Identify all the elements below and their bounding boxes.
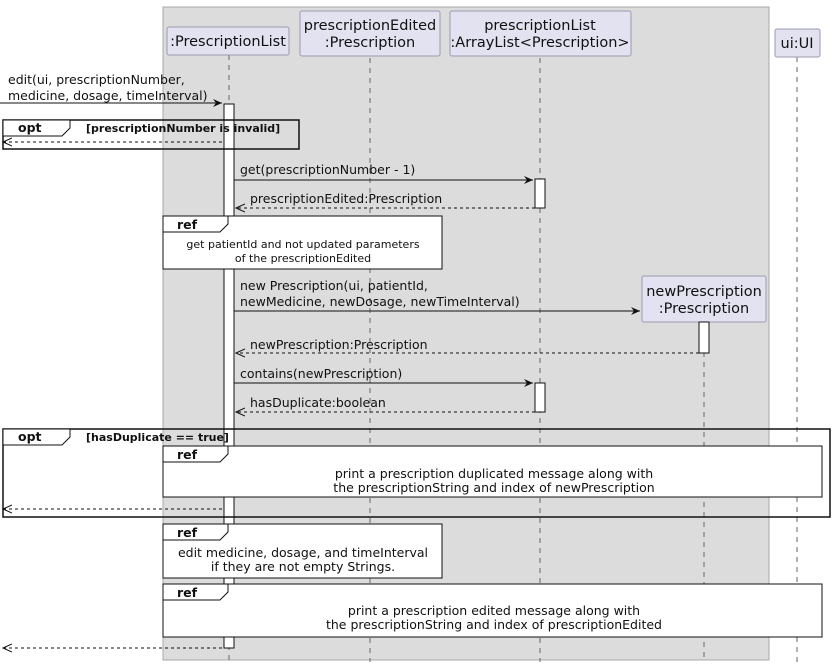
fragment-ref-get: ref get patientId and not updated parame… xyxy=(162,215,443,270)
message-get-return-label: prescriptionEdited:Prescription xyxy=(250,191,442,206)
message-contains-return-label: hasDuplicate:boolean xyxy=(250,395,386,410)
message-edit-call: edit(ui, prescriptionNumber, medicine, d… xyxy=(0,72,222,107)
message-new-call-line1: new Prescription(ui, patientId, xyxy=(240,278,428,293)
fragment-ref-get-line2: of the prescriptionEdited xyxy=(235,252,371,265)
message-new-return: newPrescription:Prescription xyxy=(236,337,699,353)
participant-prescription-list-label: :PrescriptionList xyxy=(170,34,286,50)
message-edit-call-line2: medicine, dosage, timeInterval) xyxy=(8,88,208,103)
message-contains-call-label: contains(newPrescription) xyxy=(240,366,402,381)
message-new-call-line2: newMedicine, newDosage, newTimeInterval) xyxy=(240,294,520,309)
fragment-opt-duplicate: opt [hasDuplicate == true] ref print a p… xyxy=(3,428,831,518)
fragment-ref-get-line1: get patientId and not updated parameters xyxy=(186,238,419,251)
fragment-opt-invalid: opt [prescriptionNumber is invalid] xyxy=(3,119,300,150)
participant-ui-label: ui:UI xyxy=(781,36,814,52)
fragment-ref-print-tag: ref xyxy=(177,585,198,600)
message-contains-call: contains(newPrescription) xyxy=(234,366,533,387)
fragment-ref-print-line1: print a prescription edited message alon… xyxy=(348,603,640,618)
fragment-ref-print-line2: the prescriptionString and index of pres… xyxy=(326,617,662,632)
fragment-ref-print: ref print a prescription edited message … xyxy=(162,583,823,638)
message-new-return-label: newPrescription:Prescription xyxy=(250,337,428,352)
activation-array-list-contains xyxy=(534,382,546,413)
fragment-ref-get-tag: ref xyxy=(177,217,198,232)
fragment-ref-duplicate-line1: print a prescription duplicated message … xyxy=(335,466,653,481)
participant-new-prescription-type: :Prescription xyxy=(659,301,749,317)
fragment-ref-edit: ref edit medicine, dosage, and timeInter… xyxy=(162,523,443,579)
message-get-call-label: get(prescriptionNumber - 1) xyxy=(240,162,415,177)
fragment-opt-duplicate-guard: [hasDuplicate == true] xyxy=(86,431,229,444)
participant-array-list: prescriptionList :ArrayList<Prescription… xyxy=(449,10,632,57)
fragment-ref-edit-line2: if they are not empty Strings. xyxy=(211,559,395,574)
participant-new-prescription: newPrescription :Prescription xyxy=(641,275,767,323)
fragment-opt-duplicate-tag: opt xyxy=(18,429,42,444)
participant-array-list-type: :ArrayList<Prescription> xyxy=(450,35,629,51)
participant-array-list-name: prescriptionList xyxy=(484,18,596,34)
participant-prescription-list: :PrescriptionList xyxy=(166,26,290,56)
fragment-ref-edit-tag: ref xyxy=(177,525,198,540)
fragment-ref-duplicate: ref print a prescription duplicated mess… xyxy=(162,445,823,498)
participant-prescription-edited: prescriptionEdited :Prescription xyxy=(299,10,441,57)
fragment-ref-edit-line1: edit medicine, dosage, and timeInterval xyxy=(178,545,428,560)
message-get-return: prescriptionEdited:Prescription xyxy=(236,191,535,208)
fragment-opt-invalid-guard: [prescriptionNumber is invalid] xyxy=(86,122,280,135)
activation-array-list-get xyxy=(534,178,546,209)
message-contains-return: hasDuplicate:boolean xyxy=(236,395,535,412)
fragment-opt-invalid-tag: opt xyxy=(18,120,42,135)
activation-prescription-list xyxy=(223,103,235,649)
participant-prescription-edited-type: :Prescription xyxy=(325,35,415,51)
fragment-ref-duplicate-line2: the prescriptionString and index of newP… xyxy=(333,480,654,495)
message-get-call: get(prescriptionNumber - 1) xyxy=(234,162,533,184)
participant-new-prescription-name: newPrescription xyxy=(646,284,762,300)
participant-ui: ui:UI xyxy=(774,28,821,58)
fragment-ref-duplicate-tag: ref xyxy=(177,447,198,462)
message-edit-call-line1: edit(ui, prescriptionNumber, xyxy=(8,72,185,87)
participant-prescription-edited-name: prescriptionEdited xyxy=(304,18,436,34)
activation-new-prescription xyxy=(698,321,710,354)
message-new-call: new Prescription(ui, patientId, newMedic… xyxy=(234,278,640,315)
